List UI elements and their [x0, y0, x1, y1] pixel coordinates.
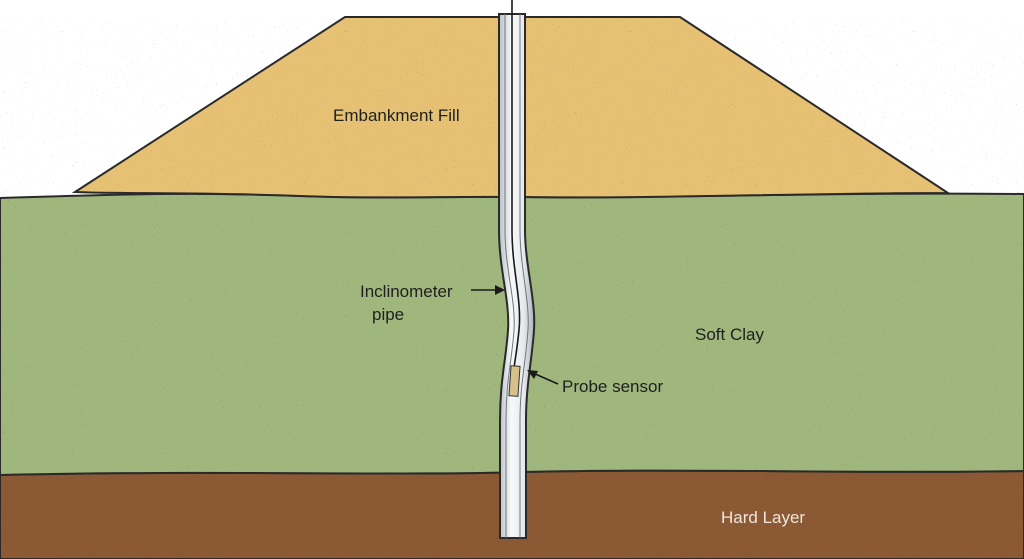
pipe-arrow-icon: [471, 285, 505, 295]
inclinometer-pipe: [498, 0, 536, 539]
probe-sensor-icon: [508, 365, 521, 397]
embankment-fill-label: Embankment Fill: [333, 106, 460, 125]
probe-sensor-label: Probe sensor: [562, 377, 663, 396]
pipe-label-line2: pipe: [372, 305, 404, 324]
soft-clay-label: Soft Clay: [695, 325, 764, 344]
probe-arrow-icon: [527, 370, 559, 385]
pipe-label-line1: Inclinometer: [360, 282, 453, 301]
hard-layer-label: Hard Layer: [721, 508, 805, 527]
cable: [511, 0, 521, 369]
